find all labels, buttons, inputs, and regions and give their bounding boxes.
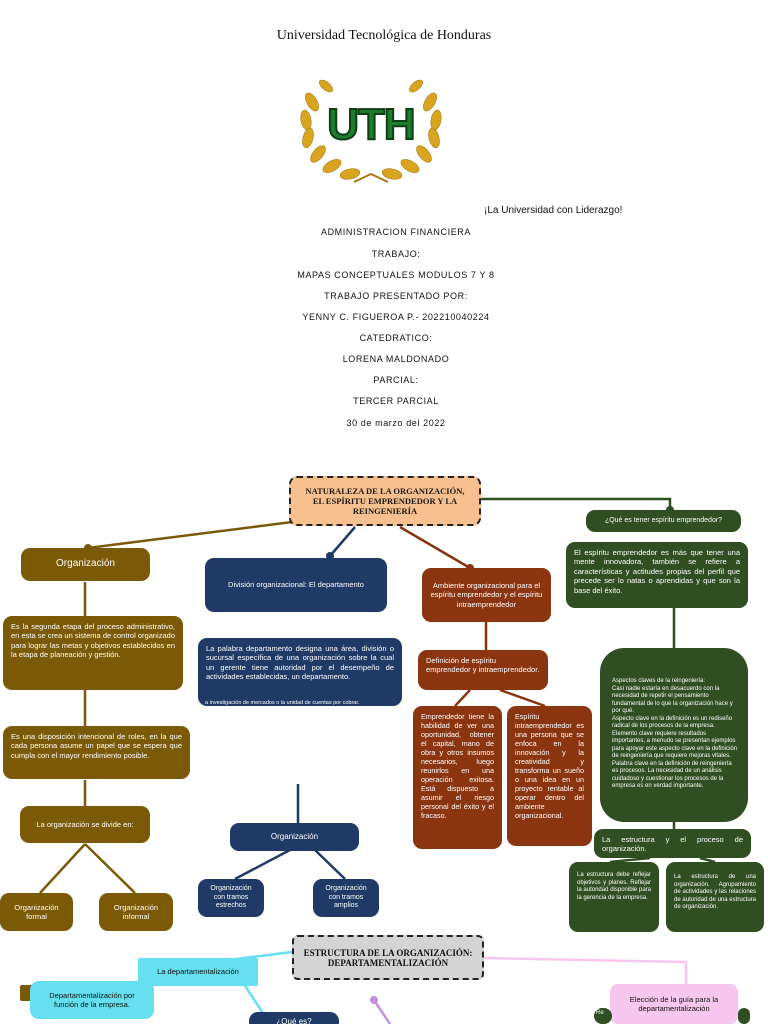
ambiente-node: Ambiente organizacional para el espíritu…: [422, 568, 551, 622]
organizacion-informal: Organización informal: [99, 893, 173, 931]
organizacion-def2: Es una disposición intencional de roles,…: [3, 726, 190, 779]
map2-cut-node-right: [738, 1008, 750, 1024]
cover-line-catedratico: LORENA MALDONADO: [342, 354, 450, 364]
que-es-node: ¿Qué es?: [249, 1012, 339, 1024]
laurel-wreath-icon: [300, 79, 442, 183]
estructura-proceso: La estructura y el proceso de organizaci…: [594, 829, 751, 858]
estructura-left: La estructura debe reflejar objetivos y …: [569, 862, 659, 932]
tramos-amplios: Organización con tramos amplios: [313, 879, 379, 917]
division-note: a investigación de mercados o la unidad …: [205, 700, 360, 706]
espiritu-answer: El espíritu emprendedor es más que tener…: [566, 542, 748, 608]
division-def: La palabra departamento designa una área…: [198, 638, 402, 706]
departamentalizacion-funcion: Departamentalización por función de la e…: [30, 981, 154, 1019]
organizacion-def1: Es la segunda etapa del proceso administ…: [3, 616, 183, 690]
cover-line-parcial: TERCER PARCIAL: [353, 396, 439, 406]
division-org-node: Organización: [230, 823, 359, 851]
eleccion-guia: Elección de la guía para la departamenta…: [610, 984, 738, 1024]
logo-text: UTH: [326, 99, 416, 150]
cover-line-catedratico-label: CATEDRATICO:: [359, 333, 433, 343]
map2-title: ESTRUCTURA DE LA ORGANIZACIÓN: DEPARTAME…: [292, 935, 484, 980]
emprendedor-def: Emprendedor tiene la habilidad de ver un…: [413, 706, 502, 849]
tramos-estrechos: Organización con tramos estrechos: [198, 879, 264, 917]
division-node: División organizacional: El departamento: [205, 558, 387, 612]
departamentalizacion-node: La departamentalización: [138, 958, 258, 986]
reingenieria-aspects: Aspectos claves de la reingeniería: Casi…: [600, 648, 748, 822]
university-title: Universidad Tecnológica de Honduras: [276, 28, 492, 43]
map2-cut-node: Re: [594, 1008, 612, 1024]
cover-line-presentado-label: TRABAJO PRESENTADO POR:: [324, 291, 468, 301]
espiritu-question: ¿Qué es tener espíritu emprendedor?: [586, 510, 741, 532]
organizacion-formal: Organización formal: [0, 893, 73, 931]
estructura-right: La estructura de una organización. Agrup…: [666, 862, 764, 932]
slogan: ¡La Universidad con Liderazgo!: [484, 205, 623, 216]
cover-line-trabajo-label: TRABAJO:: [371, 249, 421, 259]
cover-line-subject: ADMINISTRACION FINANCIERA: [320, 227, 471, 237]
organizacion-divide: La organización se divide en:: [20, 806, 150, 843]
cover-line-author: YENNY C. FIGUEROA P.- 202210040224: [302, 312, 490, 322]
cover-line-parcial-label: PARCIAL:: [373, 375, 419, 385]
intraemprendedor-def: Espíritu intraemprendedor es una persona…: [507, 706, 592, 846]
cover-date: 30 de marzo del 2022: [346, 418, 446, 428]
organizacion-node: Organización: [21, 548, 150, 581]
cover-line-trabajo: MAPAS CONCEPTUALES MODULOS 7 Y 8: [297, 270, 495, 280]
map1-title: NATURALEZA DE LA ORGANIZACIÓN, EL ESPÍRI…: [289, 476, 481, 526]
uth-logo: UTH: [292, 62, 450, 192]
definicion-node: Definición de espíritu emprendedor y int…: [418, 650, 548, 690]
